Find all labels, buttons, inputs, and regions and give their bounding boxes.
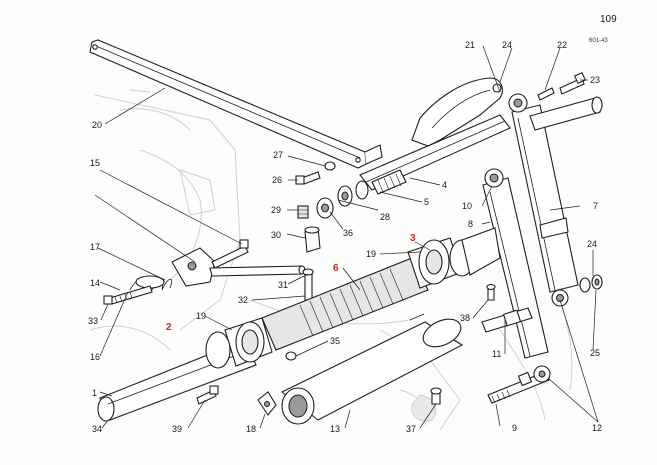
clip (257, 391, 277, 416)
page-number: 109 (600, 14, 617, 25)
large-shock-absorber (508, 93, 579, 307)
callout-5: 5 (424, 197, 429, 207)
callout-38: 38 (460, 313, 470, 323)
callout-19-right: 19 (366, 249, 376, 259)
callout-12: 12 (592, 423, 602, 433)
callout-4: 4 (442, 180, 447, 190)
leader-lines (94, 45, 599, 429)
callout-2: 2 (166, 322, 172, 333)
callout-34: 34 (92, 424, 102, 434)
upper-pins (529, 71, 603, 131)
muffler-cylinder (280, 313, 464, 425)
callout-3: 3 (410, 233, 416, 244)
second-shock-absorber (481, 168, 549, 359)
callout-7: 7 (593, 201, 598, 211)
lower-bolt-and-eye (487, 365, 551, 404)
callout-21: 21 (465, 40, 475, 50)
callout-22: 22 (557, 40, 567, 50)
callout-36: 36 (343, 228, 353, 238)
upper-threaded-pin (316, 161, 407, 219)
callout-37: 37 (406, 424, 416, 434)
callout-31: 31 (278, 280, 288, 290)
callout-14: 14 (90, 278, 100, 288)
small-fasteners (295, 171, 321, 253)
upper-mounting-bracket (411, 77, 503, 147)
callout-39: 39 (172, 424, 182, 434)
mounting-bracket-left (171, 239, 306, 287)
callout-24-right: 24 (587, 239, 597, 249)
callout-26: 26 (272, 175, 282, 185)
callout-32: 32 (238, 295, 248, 305)
callout-23: 23 (590, 75, 600, 85)
callout-19-left: 19 (196, 311, 206, 321)
small-screws (196, 283, 496, 405)
left-bolt (103, 285, 153, 305)
callout-16: 16 (90, 352, 100, 362)
callout-10: 10 (462, 201, 472, 211)
figure-code: 601-43 (589, 38, 608, 44)
callout-8: 8 (468, 219, 473, 229)
callout-6: 6 (333, 263, 339, 274)
axle-tube-assembly (97, 227, 501, 422)
coil-spring (129, 275, 173, 291)
callout-30: 30 (271, 230, 281, 240)
callout-11: 11 (492, 349, 501, 359)
callout-27: 27 (273, 150, 283, 160)
callout-20: 20 (92, 120, 102, 130)
support-bar (89, 39, 383, 169)
callout-15: 15 (90, 158, 100, 168)
callout-25: 25 (590, 348, 600, 358)
callout-labels: 20 21 24 22 23 27 26 4 5 7 10 8 29 28 36… (88, 40, 602, 434)
callout-35: 35 (330, 336, 340, 346)
callout-33: 33 (88, 316, 98, 326)
right-washers (579, 274, 603, 293)
callout-1: 1 (92, 388, 97, 398)
callout-29: 29 (271, 205, 281, 215)
callout-13: 13 (330, 424, 340, 434)
callout-9: 9 (512, 423, 517, 433)
callout-28: 28 (380, 212, 390, 222)
callout-18: 18 (246, 424, 256, 434)
small-center-bolt (302, 268, 314, 301)
callout-17: 17 (90, 242, 100, 252)
callout-24-top: 24 (502, 40, 512, 50)
